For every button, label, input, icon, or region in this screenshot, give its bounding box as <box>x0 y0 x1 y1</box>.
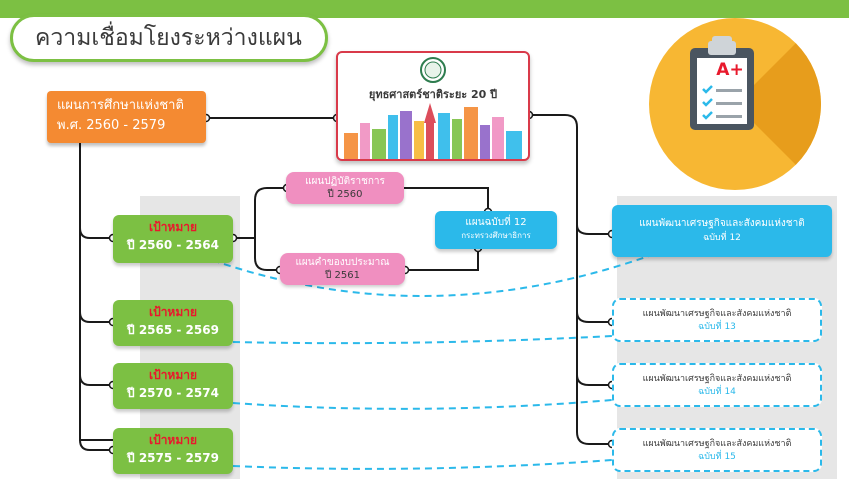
admin-plan-label: แผนปฏิบัติราชการ <box>305 176 385 187</box>
strategy-box: ยุทธศาสตร์ชาติระยะ 20 ปี <box>336 51 530 161</box>
national-education-plan-box: แผนการศึกษาแห่งชาติ พ.ศ. 2560 - 2579 <box>47 91 206 143</box>
nesdb-plan-edition: ฉบับที่ 14 <box>698 387 736 397</box>
nesdb-plan-12-box: แผนพัฒนาเศรษฐกิจและสังคมแห่งชาติ ฉบับที่… <box>612 205 832 257</box>
national-education-plan-years: พ.ศ. 2560 - 2579 <box>57 118 166 133</box>
nesdb-plan-label: แผนพัฒนาเศรษฐกิจและสังคมแห่งชาติ <box>642 439 792 449</box>
target-box-2575: เป้าหมาย ปี 2575 - 2579 <box>113 428 233 474</box>
nesdb-plan-edition: ฉบับที่ 13 <box>698 322 736 332</box>
target-box-2565: เป้าหมาย ปี 2565 - 2569 <box>113 300 233 346</box>
budget-plan-label: แผนคำของบประมาณ <box>295 257 390 268</box>
city-skyline-illustration <box>344 57 522 159</box>
admin-plan-box: แผนปฏิบัติราชการ ปี 2560 <box>286 172 404 204</box>
target-box-2560: เป้าหมาย ปี 2560 - 2564 <box>113 215 233 263</box>
target-label: เป้าหมาย <box>148 433 198 447</box>
national-education-plan-label: แผนการศึกษาแห่งชาติ <box>57 98 184 113</box>
target-label: เป้าหมาย <box>148 220 198 234</box>
target-years: ปี 2570 - 2574 <box>127 386 219 400</box>
target-box-2570: เป้าหมาย ปี 2570 - 2574 <box>113 363 233 409</box>
top-banner <box>0 0 849 18</box>
nesdb-plan-edition: ฉบับที่ 12 <box>703 233 741 243</box>
target-label: เป้าหมาย <box>148 368 198 382</box>
target-label: เป้าหมาย <box>148 305 198 319</box>
target-years: ปี 2565 - 2569 <box>127 323 219 337</box>
target-years: ปี 2575 - 2579 <box>127 451 219 465</box>
nesdb-plan-label: แผนพัฒนาเศรษฐกิจและสังคมแห่งชาติ <box>642 309 792 319</box>
plan12-moe-sub: กระทรวงศึกษาธิการ <box>461 231 531 240</box>
admin-plan-year: ปี 2560 <box>327 189 363 200</box>
nesdb-plan-13-box: แผนพัฒนาเศรษฐกิจและสังคมแห่งชาติ ฉบับที่… <box>612 298 822 342</box>
plan12-moe-label: แผนฉบับที่ 12 <box>465 217 527 228</box>
nesdb-plan-edition: ฉบับที่ 15 <box>698 452 736 462</box>
plan12-moe-box: แผนฉบับที่ 12 กระทรวงศึกษาธิการ <box>435 211 557 249</box>
nesdb-plan-14-box: แผนพัฒนาเศรษฐกิจและสังคมแห่งชาติ ฉบับที่… <box>612 363 822 407</box>
target-years: ปี 2560 - 2564 <box>127 238 219 252</box>
page-title: ความเชื่อมโยงระหว่างแผน <box>10 14 328 62</box>
badge-label: A+ <box>716 60 744 80</box>
strategy-label: ยุทธศาสตร์ชาติระยะ 20 ปี <box>368 88 498 101</box>
budget-plan-year: ปี 2561 <box>325 270 360 281</box>
nesdb-plan-label: แผนพัฒนาเศรษฐกิจและสังคมแห่งชาติ <box>642 374 792 384</box>
nesdb-plan-label: แผนพัฒนาเศรษฐกิจและสังคมแห่งชาติ <box>639 218 805 229</box>
nesdb-plan-15-box: แผนพัฒนาเศรษฐกิจและสังคมแห่งชาติ ฉบับที่… <box>612 428 822 472</box>
budget-plan-box: แผนคำของบประมาณ ปี 2561 <box>280 253 405 285</box>
